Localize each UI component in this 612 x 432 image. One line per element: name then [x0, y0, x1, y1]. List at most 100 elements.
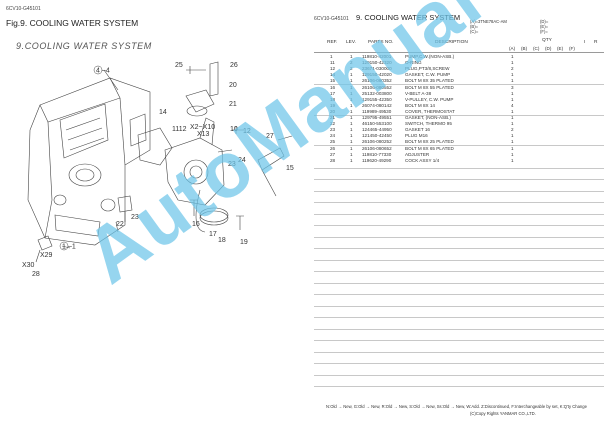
blank-rule — [314, 236, 604, 238]
lev-cell: 1 — [350, 96, 353, 102]
callout-20: 20 — [229, 82, 237, 89]
qty-a-cell: 1 — [511, 78, 514, 84]
callout-1112: 1112 — [172, 126, 187, 133]
parts-no-cell: 23671-030000 — [362, 66, 392, 72]
blank-rule — [314, 363, 604, 365]
lev-cell: 1 — [350, 108, 353, 114]
ref-cell: 28 — [330, 157, 336, 163]
blank-rule — [314, 202, 604, 204]
description-cell: V-BELT A-38 — [405, 90, 432, 96]
parts-no-cell: 26106-080552 — [362, 84, 392, 90]
callout-x2-x10: X2~X10 — [190, 124, 215, 131]
description-cell: GASKET, (NON-ASB.) — [405, 115, 451, 120]
lev-cell: 1 — [350, 102, 353, 108]
header-lev: LEV. — [346, 40, 356, 45]
model-line-d: (D)= — [540, 19, 549, 24]
copyright: (C)Copy Rights YANMAR CO.,LTD. — [470, 411, 536, 416]
blank-rule — [314, 386, 604, 388]
callout-14: 14 — [159, 109, 167, 116]
qty-a-cell: 1 — [511, 96, 514, 102]
blank-rule — [314, 351, 604, 353]
qty-col-a: (A) — [509, 46, 516, 51]
blank-rule — [314, 374, 604, 376]
parts-no-cell: 119989-49530 — [362, 108, 392, 114]
ref-cell: 15 — [330, 78, 336, 84]
ref-cell: 25 — [330, 139, 336, 145]
description-cell: COCK ASSY 1/4 — [405, 157, 440, 163]
qty-col-d: (D) — [545, 46, 552, 51]
svg-text:–1: –1 — [68, 244, 76, 251]
ref-cell: 20 — [330, 108, 336, 114]
callout-23a: 23 — [228, 161, 236, 168]
ref-cell: 22 — [330, 121, 336, 127]
qty-a-cell: 4 — [511, 102, 514, 108]
callout-23b: 23 — [131, 214, 139, 221]
lev-cell: 1 — [350, 72, 353, 78]
diagram-page: 6CV10-G45101 Fig.9. COOLING WATER SYSTEM… — [6, 6, 294, 278]
callout-18: 18 — [218, 237, 226, 244]
parts-no-cell: 129795-49551 — [362, 115, 392, 120]
blank-rule — [314, 248, 604, 250]
callout-28: 28 — [32, 271, 40, 278]
ref-cell: 23 — [330, 127, 336, 133]
blank-rule — [314, 225, 604, 227]
parts-no-cell: 124465-44950 — [362, 127, 392, 133]
description-cell: O-RING — [405, 60, 422, 66]
qty-a-cell: 1 — [511, 157, 514, 163]
qty-a-cell: 1 — [511, 145, 514, 151]
qty-a-cell: 1 — [511, 133, 514, 139]
model-legend-b: (D)= (E)= (F)= — [540, 19, 548, 34]
ref-cell: 26 — [330, 145, 336, 151]
group-divider — [314, 114, 604, 116]
blank-rule — [314, 282, 604, 284]
exploded-parts-drawing: 4 –4 25 26 20 21 14 1112 X2~X10 X13 10 1… — [22, 61, 294, 278]
qty-a-cell: 3 — [511, 84, 514, 90]
parts-no-cell: 46150-553100 — [362, 121, 392, 127]
header-parts-no: PARTS NO. — [368, 40, 394, 45]
left-doc-code: 6CV10-G45101 — [6, 6, 41, 12]
change-code-legend: N:Old → New, G:Old → New, R:Old → New, S… — [326, 404, 587, 409]
ref-cell: 1 — [330, 54, 333, 59]
callout-17: 17 — [209, 231, 217, 238]
lev-cell: 1 — [350, 115, 353, 120]
lev-cell: 2 — [350, 60, 353, 66]
blank-rule — [314, 190, 604, 192]
group-divider — [314, 145, 604, 146]
callout-25: 25 — [175, 62, 183, 69]
model-line-f: (F)= — [540, 29, 548, 34]
blank-rule — [314, 213, 604, 215]
qty-col-f: (F) — [569, 46, 575, 51]
description-cell: BOLT M 8X 65 PLATED — [405, 145, 454, 151]
callout-x29: X29 — [40, 252, 53, 259]
description-cell: BOLT M 8X 35 PLATED — [405, 78, 454, 84]
parts-no-cell: 26074-080142 — [362, 102, 392, 108]
blank-rule — [314, 271, 604, 273]
header-i: I — [584, 40, 586, 45]
ref-cell: 27 — [330, 151, 336, 157]
header-r: R — [594, 40, 598, 45]
lev-cell: 1 — [350, 145, 353, 151]
figure-title: Fig.9. COOLING WATER SYSTEM — [6, 18, 139, 28]
description-cell: BOLT M 8X 55 PLATED — [405, 84, 454, 90]
callout-22: 22 — [116, 221, 124, 228]
qty-a-cell: 2 — [511, 66, 514, 72]
callout-x13: X13 — [197, 131, 210, 138]
model-line-a: (A)=3TNE78AC-AM — [470, 19, 507, 24]
parts-no-cell: 129150-42320 — [362, 60, 392, 66]
lev-cell: 1 — [350, 151, 353, 157]
callout-24: 24 — [238, 157, 246, 164]
qty-a-cell: 2 — [511, 127, 514, 133]
description-cell: PUMP,C.W.(NON-ASB.) — [405, 54, 455, 59]
parts-no-cell: 26106-080352 — [362, 78, 392, 84]
description-cell: GASKET 16 — [405, 127, 430, 133]
blank-rule — [314, 328, 604, 330]
ref-cell: 14 — [330, 72, 336, 78]
